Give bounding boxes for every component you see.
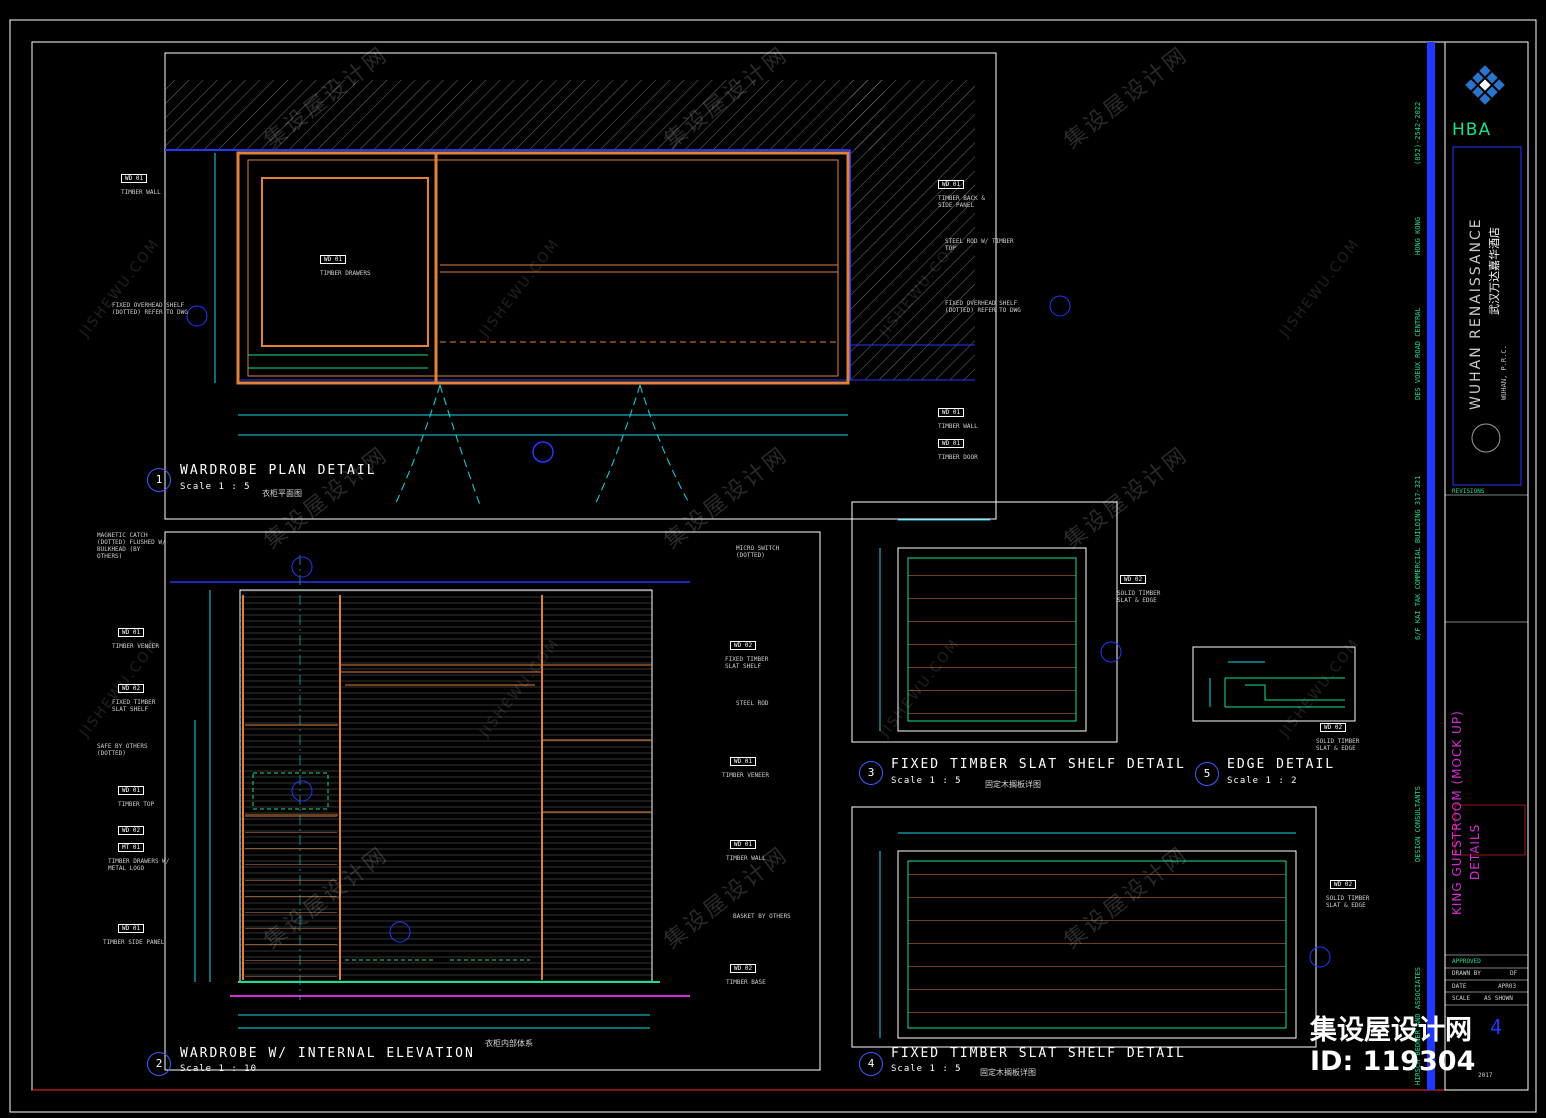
elev-label-drawers: TIMBER DRAWERS W/ METAL LOGO xyxy=(108,858,170,872)
elev-tag-veneer-2: WD 01 xyxy=(730,757,757,766)
elev-label-veneer: TIMBER VENEER xyxy=(112,643,159,650)
edge5-tag: WD 02 xyxy=(1320,723,1347,732)
detail-2-cn: 衣柜内部体系 xyxy=(485,1039,533,1048)
elev-label-wall: TIMBER WALL xyxy=(726,855,766,862)
detail-3-number: 3 xyxy=(859,761,883,785)
scale-label: SCALE xyxy=(1452,995,1471,1002)
outer-frame xyxy=(9,19,1537,1113)
plan-tag-timber-wall: WD 01 xyxy=(121,174,148,183)
elevation-detail xyxy=(164,531,821,1071)
elev-tag-slat: WD 02 xyxy=(118,684,145,693)
firm-consultants: DESIGN CONSULTANTS xyxy=(1414,786,1422,862)
edge5-label: SOLID TIMBER SLAT & EDGE xyxy=(1316,738,1360,752)
drawing-title: KING GUESTROOM (MOCK UP) xyxy=(1450,710,1464,915)
slat-shelf-detail-4 xyxy=(851,806,1331,1048)
detail-4-cn: 固定木搁板详图 xyxy=(980,1068,1036,1077)
elev-tag-side: WD 01 xyxy=(118,924,145,933)
scale-value: AS SHOWN xyxy=(1484,995,1513,1002)
elev-tag-fixed-slat: WD 02 xyxy=(730,641,757,650)
elev-label-base: TIMBER BASE xyxy=(726,979,766,986)
detail-2-title: WARDROBE W/ INTERNAL ELEVATION xyxy=(180,1046,475,1061)
title-block xyxy=(1427,41,1529,1091)
detail-5-number: 5 xyxy=(1195,762,1219,786)
edge-detail xyxy=(1192,646,1356,722)
firm-address: DES VOEUX ROAD CENTRAL xyxy=(1414,307,1422,400)
elev-label-rod: STEEL ROD xyxy=(736,700,769,707)
elev-label-safe: SAFE BY OTHERS (DOTTED) xyxy=(97,743,148,757)
project-location: WUHAN, P.R.C. xyxy=(1500,345,1508,400)
drawn-value: DF xyxy=(1510,970,1518,977)
detail-3-cn: 固定木搁板详图 xyxy=(985,780,1041,789)
plan-tag-door: WD 01 xyxy=(938,439,965,448)
hba-logo: HBA xyxy=(1452,120,1492,140)
year-value: 2017 xyxy=(1478,1072,1493,1079)
detail-2-scale: Scale 1 : 10 xyxy=(180,1064,258,1074)
slat-shelf-detail-3 xyxy=(851,501,1122,743)
elev-tag-drawers: WD 02 xyxy=(118,826,145,835)
slat3-tag-edge: WD 02 xyxy=(1120,575,1147,584)
plan-label-back: TIMBER BACK & SIDE PANEL xyxy=(938,195,985,209)
plan-tag-drawers: WD 01 xyxy=(320,255,347,264)
stamp-id: ID: 119304 xyxy=(1310,1046,1476,1077)
detail-3-scale: Scale 1 : 5 xyxy=(891,776,962,786)
slat4-tag-edge: WD 02 xyxy=(1330,880,1357,889)
drawing-subtitle: DETAILS xyxy=(1468,823,1482,880)
plan-label-steel-rod: STEEL ROD W/ TIMBER TOP xyxy=(945,238,1014,252)
detail-4-scale: Scale 1 : 5 xyxy=(891,1064,962,1074)
detail-4-title: FIXED TIMBER SLAT SHELF DETAIL xyxy=(891,1046,1186,1061)
plan-label-drawers: TIMBER DRAWERS xyxy=(320,270,371,277)
detail-2-number: 2 xyxy=(147,1052,171,1076)
project-name-cn: 武汉万达嘉华酒店 xyxy=(1488,227,1501,315)
plan-tag-wall: WD 01 xyxy=(938,408,965,417)
elev-label-slat: FIXED TIMBER SLAT SHELF xyxy=(112,699,156,713)
detail-1-number: 1 xyxy=(147,468,171,492)
elev-label-basket: BASKET BY OTHERS xyxy=(733,913,791,920)
approved-label: APPROVED xyxy=(1452,958,1481,965)
date-label: DATE xyxy=(1452,983,1467,990)
elev-label-side: TIMBER SIDE PANEL xyxy=(103,939,165,946)
plan-label-fixed-overhead-2: FIXED OVERHEAD SHELF (DOTTED) REFER TO D… xyxy=(945,300,1021,314)
elev-label-top: TIMBER TOP xyxy=(118,801,155,808)
firm-building: 6/F KAI TAK COMMERCIAL BUILDING 317-321 xyxy=(1414,475,1422,640)
drawn-label: DRAWN BY xyxy=(1452,970,1481,977)
detail-5-title: EDGE DETAIL xyxy=(1227,757,1336,772)
detail-5-scale: Scale 1 : 2 xyxy=(1227,776,1298,786)
elev-tag-wall: WD 01 xyxy=(730,840,757,849)
elev-label-micro-switch: MICRO SWITCH (DOTTED) xyxy=(736,545,780,559)
plan-detail xyxy=(164,52,1071,520)
plan-label-timber-wall: TIMBER WALL xyxy=(121,189,161,196)
elev-tag-veneer: WD 01 xyxy=(118,628,145,637)
project-name: WUHAN RENAISSANCE xyxy=(1468,217,1484,410)
plan-tag-back: WD 01 xyxy=(938,180,965,189)
detail-3-title: FIXED TIMBER SLAT SHELF DETAIL xyxy=(891,757,1186,772)
plan-label-fixed-overhead: FIXED OVERHEAD SHELF (DOTTED) REFER TO D… xyxy=(112,302,188,316)
stamp-cn: 集设屋设计网 xyxy=(1310,1015,1472,1046)
slat4-label-edge: SOLID TIMBER SLAT & EDGE xyxy=(1326,895,1370,909)
plan-label-wall: TIMBER WALL xyxy=(938,423,978,430)
slat3-label-edge: SOLID TIMBER SLAT & EDGE xyxy=(1117,590,1161,604)
elev-tag-top: WD 01 xyxy=(118,786,145,795)
elev-label-magnetic: MAGNETIC CATCH (DOTTED) FLUSHED W/ BULKH… xyxy=(97,532,166,560)
elev-tag-drawers-metal: MT 01 xyxy=(118,843,145,852)
detail-4-number: 4 xyxy=(859,1052,883,1076)
elev-label-fixed-slat: FIXED TIMBER SLAT SHELF xyxy=(725,656,769,670)
plan-label-door: TIMBER DOOR xyxy=(938,454,978,461)
date-value: APR03 xyxy=(1498,983,1517,990)
revisions-label: REVISIONS xyxy=(1452,488,1485,495)
firm-phone: (852)-2542-2022 xyxy=(1414,101,1422,165)
firm-city: HONG KONG xyxy=(1414,217,1422,255)
elev-tag-base: WD 02 xyxy=(730,964,757,973)
detail-1-scale: Scale 1 : 5 xyxy=(180,482,251,492)
elev-label-veneer-2: TIMBER VENEER xyxy=(722,772,769,779)
sheet-number: 4 xyxy=(1490,1015,1503,1039)
detail-1-title: WARDROBE PLAN DETAIL xyxy=(180,463,377,478)
detail-1-cn: 衣柜平面图 xyxy=(262,489,302,498)
